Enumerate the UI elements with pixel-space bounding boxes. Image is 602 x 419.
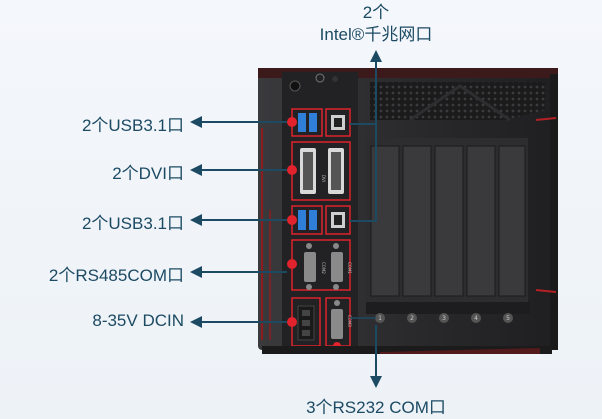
arrow-up-icon — [370, 50, 382, 62]
com-port — [331, 309, 343, 339]
arrow-left-icon — [190, 164, 202, 176]
arrow-left-icon — [190, 116, 202, 128]
slot-screws — [375, 313, 513, 323]
rs232-label: 3个RS232 COM口 — [306, 398, 446, 417]
slot-number-1: 1 — [378, 315, 382, 322]
slot-number-3: 3 — [442, 315, 446, 322]
lan-count-label: 2个 — [362, 3, 390, 22]
arrow-left-icon — [190, 266, 202, 278]
power-button-icon — [289, 80, 301, 92]
usb-bottom-label: 2个USB3.1口 — [81, 214, 184, 233]
com3-silk: COM3 — [347, 315, 352, 327]
callout-arrows — [196, 56, 377, 380]
lan-label: Intel®千兆网口 — [319, 25, 433, 44]
slot-number-2: 2 — [410, 315, 414, 322]
dvi-silk: DVI — [321, 175, 326, 182]
usb-top-label: 2个USB3.1口 — [81, 116, 184, 135]
usb-port — [309, 210, 317, 230]
usb-port — [298, 113, 306, 132]
usb-port — [298, 210, 306, 230]
com-port — [331, 252, 343, 282]
top-vent — [370, 82, 545, 120]
com1-silk: COM1 — [347, 262, 352, 274]
dcin-label: 8-35V DCIN — [92, 311, 184, 330]
arrow-left-icon — [190, 214, 202, 226]
rs485-label: 2个RS485COM口 — [48, 266, 184, 285]
dvi-label: 2个DVI口 — [112, 164, 184, 183]
reset-button-icon — [315, 73, 325, 83]
com2-silk: COM2 — [321, 262, 326, 274]
com-port — [304, 252, 316, 282]
usb-port — [309, 113, 317, 132]
arrow-left-icon — [190, 316, 202, 328]
arrow-down-icon — [370, 376, 382, 388]
expansion-slot-covers — [370, 145, 526, 297]
slot-number-4: 4 — [474, 315, 478, 322]
slot-number-5: 5 — [506, 315, 510, 322]
